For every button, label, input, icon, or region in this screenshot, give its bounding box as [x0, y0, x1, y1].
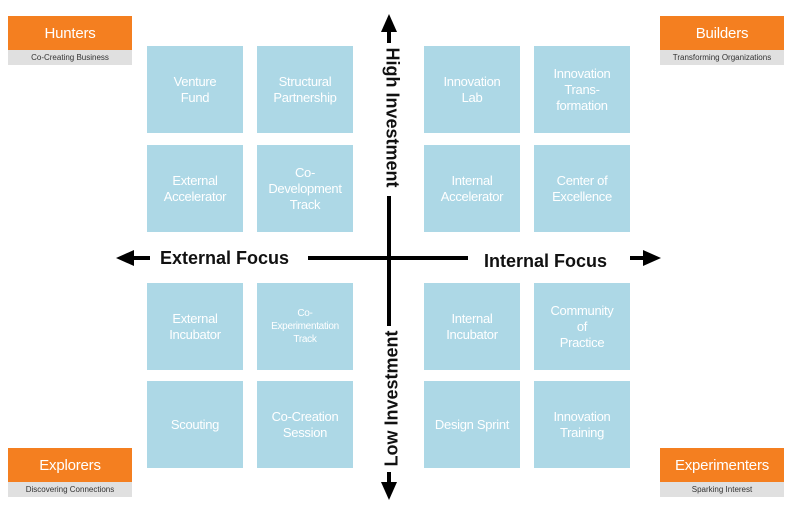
box-venture-fund: Venture Fund: [147, 46, 243, 133]
box-innovation-training: Innovation Training: [534, 381, 630, 468]
axis-line-vertical: [387, 196, 391, 326]
box-co-experimentation-track: Co- Experimentation Track: [257, 283, 353, 370]
corner-title: Experimenters: [660, 448, 784, 482]
corner-experimenters: Experimenters Sparking Interest: [660, 448, 784, 497]
axis-label-external-focus: External Focus: [160, 248, 290, 268]
box-co-creation-session: Co-Creation Session: [257, 381, 353, 468]
box-design-sprint: Design Sprint: [424, 381, 520, 468]
axis-line-left-stub: [130, 256, 150, 260]
axis-line-right-stub: [630, 256, 646, 260]
corner-title: Explorers: [8, 448, 132, 482]
box-innovation-lab: Innovation Lab: [424, 46, 520, 133]
corner-hunters: Hunters Co-Creating Business: [8, 16, 132, 65]
corner-builders: Builders Transforming Organizations: [660, 16, 784, 65]
box-center-of-excellence: Center of Excellence: [534, 145, 630, 232]
box-internal-accelerator: Internal Accelerator: [424, 145, 520, 232]
axis-label-internal-focus: Internal Focus: [484, 251, 608, 271]
box-scouting: Scouting: [147, 381, 243, 468]
arrow-up-icon: [381, 14, 397, 32]
box-innovation-transformation: Innovation Trans- formation: [534, 46, 630, 133]
corner-title: Builders: [660, 16, 784, 50]
box-co-development-track: Co- Development Track: [257, 145, 353, 232]
corner-title: Hunters: [8, 16, 132, 50]
corner-explorers: Explorers Discovering Connections: [8, 448, 132, 497]
corner-subtitle: Sparking Interest: [660, 482, 784, 497]
axis-line-top-stub: [387, 28, 391, 43]
arrow-right-icon: [643, 250, 661, 266]
corner-subtitle: Transforming Organizations: [660, 50, 784, 65]
axis-label-high-investment: High Investment: [382, 47, 403, 188]
box-structural-partnership: Structural Partnership: [257, 46, 353, 133]
arrow-left-icon: [116, 250, 134, 266]
axis-line-bottom-stub: [387, 472, 391, 486]
axis-label-low-investment: Low Investment: [381, 330, 402, 467]
box-external-incubator: External Incubator: [147, 283, 243, 370]
corner-subtitle: Co-Creating Business: [8, 50, 132, 65]
box-community-of-practice: Community of Practice: [534, 283, 630, 370]
corner-subtitle: Discovering Connections: [8, 482, 132, 497]
arrow-down-icon: [381, 482, 397, 500]
box-external-accelerator: External Accelerator: [147, 145, 243, 232]
box-internal-incubator: Internal Incubator: [424, 283, 520, 370]
